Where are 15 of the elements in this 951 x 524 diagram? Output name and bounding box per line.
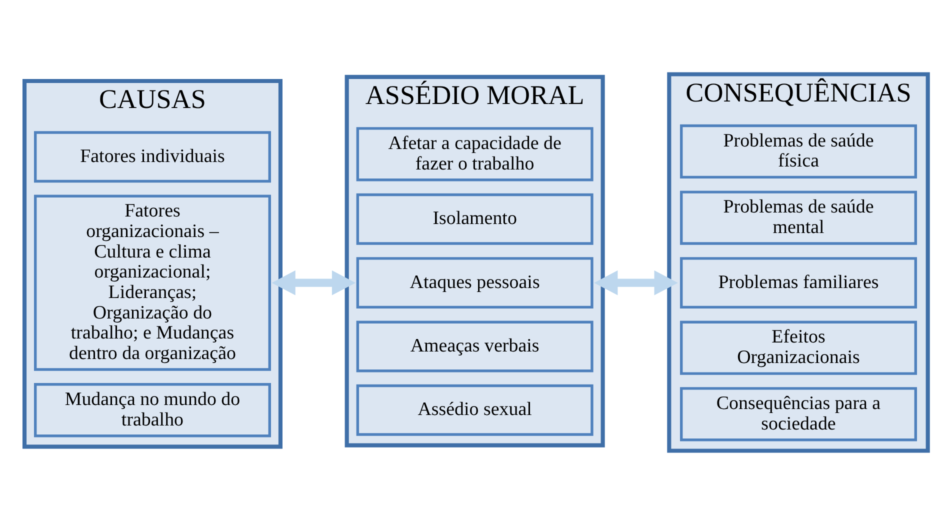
node-box: Ameaças verbais (356, 320, 594, 372)
node-box: Efeitos Organizacionais (680, 320, 917, 374)
node-box: Assédio sexual (356, 384, 594, 436)
arrow (594, 270, 678, 295)
node-box: Mudança no mundo do trabalho (34, 382, 271, 437)
node-box: Problemas de saúde mental (680, 190, 917, 244)
node-box: Consequências para a sociedade (680, 386, 917, 441)
node-box: Afetar a capacidade de fazer o trabalho (356, 126, 594, 181)
arrow (272, 270, 356, 295)
node-box: Isolamento (356, 192, 594, 244)
node-box: Fatores individuais (34, 130, 271, 182)
node-box: Problemas familiares (680, 256, 917, 308)
node-box: Problemas de saúde física (680, 124, 917, 178)
node-box: Ataques pessoais (356, 256, 594, 308)
node-box: Fatores organizacionais – Cultura e clima organizacional; Lideranças; Organização do trabalho; e Mudanças dentro da organização (34, 194, 271, 370)
